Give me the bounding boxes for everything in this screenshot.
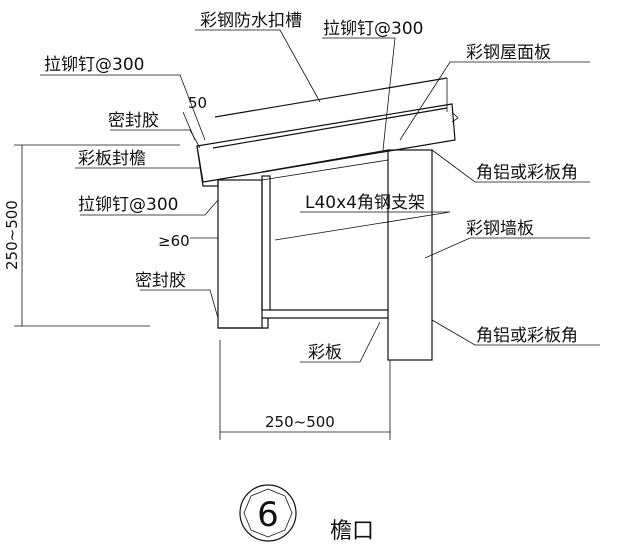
label-sealant-bottom: 密封胶 (135, 271, 186, 291)
drawing-title: 檐口 (330, 519, 374, 544)
label-rivet-left-mid: 拉铆钉@300 (78, 195, 178, 215)
leader-lines (40, 29, 600, 363)
dim-horizontal: 250~500 (265, 413, 335, 431)
label-fascia: 彩板封檐 (78, 149, 146, 169)
detail-marker: 6 (239, 484, 297, 542)
label-gutter: 彩钢防水扣槽 (200, 11, 302, 31)
dimension-lines (14, 144, 391, 440)
dim-vertical: 250~500 (3, 200, 21, 270)
label-dim-50: 50 (188, 94, 207, 112)
label-roof-panel: 彩钢屋面板 (466, 43, 551, 63)
label-rivet-top: 拉铆钉@300 (323, 19, 423, 39)
label-rivet-left-top: 拉铆钉@300 (44, 55, 144, 75)
gutter-cap-line (214, 77, 448, 118)
label-min-60: ≥60 (158, 232, 190, 250)
label-corner-top: 角铝或彩板角 (476, 163, 578, 183)
angle-bracket (218, 149, 389, 329)
label-soffit: 彩板 (308, 343, 342, 363)
left-wall-panel (217, 179, 263, 329)
label-wall-panel: 彩钢墙板 (466, 219, 534, 239)
label-bracket: L40x4角钢支架 (305, 193, 425, 213)
label-corner-bottom: 角铝或彩板角 (476, 326, 578, 346)
detail-number: 6 (257, 495, 279, 535)
label-sealant-top: 密封胶 (108, 111, 159, 131)
right-wall-panel (387, 149, 433, 361)
roof-panel (196, 77, 459, 183)
